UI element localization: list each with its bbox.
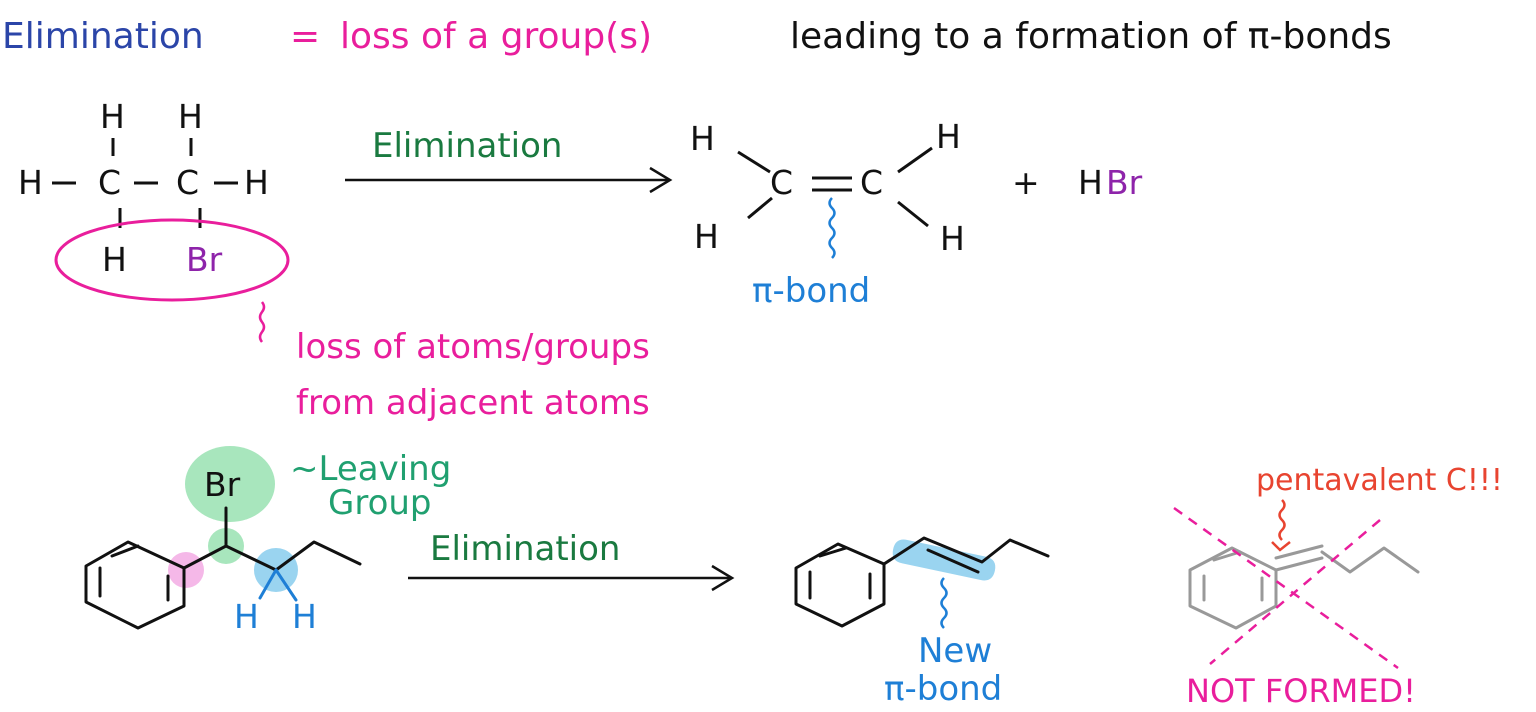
product-bond-h-lr [897,200,929,228]
reaction1-arrow-head [649,166,673,194]
loss-note-line2: from adjacent atoms [296,383,650,423]
product-atom-h-ur: H [936,117,961,156]
product2-double-bond [926,548,980,574]
byproduct-h: H [1078,163,1103,202]
invalid-double-bond-1 [1274,544,1324,560]
byproduct-plus: + [1012,163,1040,202]
reaction2-arrow-label: Elimination [430,529,620,569]
invalid-double-bond-2 [1274,556,1324,572]
leaving-group-highlight [185,446,275,522]
bond-beta-h-right [274,568,298,602]
product2-chain [882,536,1050,566]
reaction2-arrow-head [711,564,735,592]
bond-beta-h-left [258,568,278,600]
cross-line-1 [1173,506,1399,670]
atom-h-bottom: H [102,240,127,279]
loss-note-squiggle [258,301,266,343]
heading-definition: loss of a group(s) [340,16,652,57]
not-formed-cross [1173,506,1399,670]
new-bond-line2: π-bond [884,669,1002,709]
product-atom-c1: C [770,163,793,202]
reactant2-ring-inner-3 [110,544,140,558]
atom-h-left: H [18,163,43,202]
reaction1-arrow-label: Elimination [372,126,562,166]
pentavalent-arrow-head [1271,541,1291,552]
reactant2-skeleton [84,506,362,630]
ethene-structure: H H C C H H [690,117,965,258]
byproduct-br: Br [1106,163,1143,202]
leaving-group-line2: Group [328,483,432,523]
new-pi-bond-highlight [892,539,996,581]
bromoethane-structure: H H H C C H H Br [18,97,269,279]
reactant2-h-right: H [292,597,317,636]
product-atom-c2: C [860,163,883,202]
heading-equals: = [290,16,320,57]
atom-h-right: H [244,163,269,202]
reactant2-h-bonds [258,568,298,602]
atom-c-right: C [176,163,199,202]
pi-bond-squiggle [828,197,836,259]
atom-h-top-left: H [100,97,125,136]
new-pi-bond-squiggle [940,577,948,629]
atom-br: Br [186,240,223,279]
product2-ring-inner-3 [818,546,848,558]
loss-note-line1: loss of atoms/groups [296,327,650,367]
benzylic-carbon-highlight [168,552,204,588]
atom-h-top-right: H [178,97,203,136]
reactant2-h-left: H [234,597,259,636]
heading-tail: leading to a formation of π-bonds [790,16,1392,57]
heading-term: Elimination [2,16,204,57]
pentavalent-squiggle [1278,499,1286,541]
leaving-group-line1: ~Leaving [290,449,451,489]
pentavalent-note: pentavalent C!!! [1256,463,1503,498]
pi-bond-label: π-bond [752,271,870,311]
product-bond-h-ul [737,150,771,174]
cross-line-2 [1209,519,1381,665]
product-atom-h-ul: H [690,119,715,158]
product-bond-h-ur [897,146,933,174]
loss-group-ellipse [54,218,290,302]
product-atom-h-ll: H [694,217,719,256]
invalid-chain [1320,546,1420,574]
reactant2-br: Br [204,465,241,504]
product-atom-h-lr: H [940,219,965,258]
product2-skeleton [794,536,1050,628]
not-formed-label: NOT FORMED! [1186,672,1416,710]
atom-c-left: C [98,163,121,202]
invalid-product-skeleton [1188,544,1420,630]
product-bond-h-ll [747,196,773,220]
new-bond-line1: New [918,631,992,671]
